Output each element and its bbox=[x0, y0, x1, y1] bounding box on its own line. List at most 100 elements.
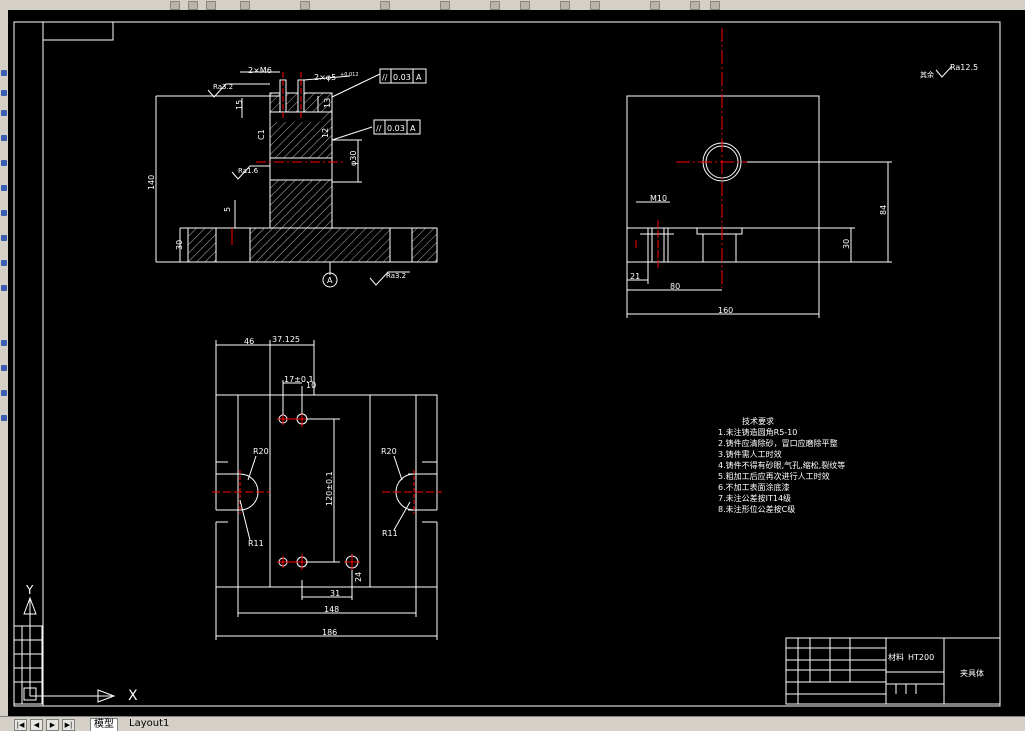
tab-layout1[interactable]: Layout1 bbox=[129, 718, 170, 729]
svg-text:160: 160 bbox=[718, 306, 733, 315]
toolbar-button[interactable] bbox=[188, 1, 198, 10]
toolbar-button[interactable] bbox=[206, 1, 216, 10]
svg-text:0.03: 0.03 bbox=[393, 73, 411, 82]
svg-text://: // bbox=[382, 73, 388, 82]
region-icon[interactable] bbox=[1, 340, 7, 346]
svg-text:140: 140 bbox=[147, 175, 156, 190]
svg-text:0.03: 0.03 bbox=[387, 124, 405, 133]
svg-text:2.铸件应清除砂，冒口应磨除平整: 2.铸件应清除砂，冒口应磨除平整 bbox=[718, 438, 838, 448]
drawing-frame bbox=[42, 21, 1001, 707]
svg-text:2×M6: 2×M6 bbox=[248, 66, 272, 75]
svg-text:24: 24 bbox=[354, 572, 363, 582]
svg-text:R20: R20 bbox=[253, 447, 269, 456]
svg-text:5: 5 bbox=[223, 207, 232, 212]
draw-circle-icon[interactable] bbox=[1, 160, 7, 166]
svg-text:R11: R11 bbox=[248, 539, 264, 548]
first-tab-button[interactable]: |◀ bbox=[14, 719, 27, 731]
svg-text://: // bbox=[376, 124, 382, 133]
technical-requirements: 技术要求 1.未注铸造圆角R5-10 2.铸件应清除砂，冒口应磨除平整 3.铸件… bbox=[718, 416, 845, 514]
toolbar-button[interactable] bbox=[170, 1, 180, 10]
front-view: 2×M6 2×φ5 +0.012 Ra3.2 Ra1.6 Ra3.2 15 13… bbox=[147, 66, 438, 288]
insert-block-icon[interactable] bbox=[1, 235, 7, 241]
drawing-canvas[interactable]: 2×M6 2×φ5 +0.012 Ra3.2 Ra1.6 Ra3.2 15 13… bbox=[8, 10, 1025, 716]
svg-text:Ra3.2: Ra3.2 bbox=[386, 272, 406, 280]
svg-text:Ra1.6: Ra1.6 bbox=[238, 167, 259, 175]
svg-text:夹具体: 夹具体 bbox=[960, 668, 984, 678]
svg-text:R11: R11 bbox=[382, 529, 398, 538]
svg-text:4.铸件不得有砂眼,气孔,缩松,裂纹等: 4.铸件不得有砂眼,气孔,缩松,裂纹等 bbox=[718, 460, 845, 470]
toolbar-button[interactable] bbox=[710, 1, 720, 10]
title-block: 材料 HT200 夹具体 bbox=[785, 637, 1001, 705]
svg-text:8.未注形位公差按C级: 8.未注形位公差按C级 bbox=[718, 504, 795, 514]
toolbar-button[interactable] bbox=[380, 1, 390, 10]
svg-text:7.未注公差按IT14级: 7.未注公差按IT14级 bbox=[718, 493, 791, 503]
tab-model[interactable]: 模型 bbox=[90, 718, 118, 731]
svg-text:10: 10 bbox=[306, 381, 316, 390]
draw-polygon-icon[interactable] bbox=[1, 110, 7, 116]
draw-polyline-icon[interactable] bbox=[1, 90, 7, 96]
corner-box bbox=[42, 21, 114, 41]
svg-text:17±0.1: 17±0.1 bbox=[284, 375, 314, 384]
svg-text:Ra12.5: Ra12.5 bbox=[950, 63, 978, 72]
toolbar-button[interactable] bbox=[490, 1, 500, 10]
point-icon[interactable] bbox=[1, 260, 7, 266]
mtext-icon[interactable] bbox=[1, 390, 7, 396]
svg-text:φ30: φ30 bbox=[349, 151, 358, 166]
svg-text:+0.012: +0.012 bbox=[340, 72, 359, 78]
table-icon[interactable] bbox=[1, 365, 7, 371]
svg-text:37.125: 37.125 bbox=[272, 335, 300, 344]
svg-text:C1: C1 bbox=[257, 129, 266, 140]
last-tab-button[interactable]: ▶| bbox=[62, 719, 75, 731]
toolbar-button[interactable] bbox=[650, 1, 660, 10]
toolbar-button[interactable] bbox=[300, 1, 310, 10]
svg-text:材料: 材料 bbox=[888, 652, 904, 662]
svg-text:A: A bbox=[327, 276, 333, 285]
prev-tab-button[interactable]: ◀ bbox=[30, 719, 43, 731]
draw-arc-icon[interactable] bbox=[1, 135, 7, 141]
svg-text:31: 31 bbox=[330, 589, 340, 598]
toolbar-button[interactable] bbox=[440, 1, 450, 10]
svg-text:13: 13 bbox=[323, 98, 332, 108]
svg-text:80: 80 bbox=[670, 282, 680, 291]
svg-text:Ra3.2: Ra3.2 bbox=[213, 83, 233, 91]
svg-text:其余: 其余 bbox=[920, 70, 934, 79]
draw-ellipse-icon[interactable] bbox=[1, 210, 7, 216]
svg-text:6.不加工表面涂底漆: 6.不加工表面涂底漆 bbox=[718, 482, 790, 492]
next-tab-button[interactable]: ▶ bbox=[46, 719, 59, 731]
outer-border bbox=[13, 21, 1001, 707]
add-selected-icon[interactable] bbox=[1, 415, 7, 421]
svg-text:46: 46 bbox=[244, 337, 254, 346]
svg-text:Y: Y bbox=[25, 583, 34, 597]
svg-text:5.粗加工后应再次进行人工时效: 5.粗加工后应再次进行人工时效 bbox=[718, 471, 830, 481]
svg-text:3.铸件需人工时效: 3.铸件需人工时效 bbox=[718, 449, 782, 459]
svg-text:120±0.1: 120±0.1 bbox=[325, 471, 334, 506]
svg-text:30: 30 bbox=[842, 239, 851, 249]
side-view: M10 84 30 21 80 160 其余 Ra12.5 bbox=[626, 28, 978, 318]
svg-text:21: 21 bbox=[630, 272, 640, 281]
svg-text:1.未注铸造圆角R5-10: 1.未注铸造圆角R5-10 bbox=[718, 427, 797, 437]
svg-text:M10: M10 bbox=[650, 194, 667, 203]
svg-text:84: 84 bbox=[879, 205, 888, 215]
svg-text:HT200: HT200 bbox=[908, 653, 934, 662]
toolbar-button[interactable] bbox=[590, 1, 600, 10]
svg-text:A: A bbox=[410, 124, 416, 133]
toolbar-button[interactable] bbox=[560, 1, 570, 10]
ucs-icon: Y X bbox=[13, 583, 138, 705]
svg-text:2×φ5: 2×φ5 bbox=[314, 73, 336, 82]
svg-text:30: 30 bbox=[175, 240, 184, 250]
draw-line-icon[interactable] bbox=[1, 70, 7, 76]
hatch-icon[interactable] bbox=[1, 285, 7, 291]
toolbar-button[interactable] bbox=[240, 1, 250, 10]
top-view: 46 37.125 17±0.1 10 R20 R20 R11 R11 120±… bbox=[212, 335, 442, 640]
svg-text:12: 12 bbox=[321, 128, 330, 138]
toolbar-button[interactable] bbox=[520, 1, 530, 10]
draw-spline-icon[interactable] bbox=[1, 185, 7, 191]
svg-text:186: 186 bbox=[322, 628, 337, 637]
svg-text:技术要求: 技术要求 bbox=[742, 416, 774, 426]
svg-text:15: 15 bbox=[235, 100, 244, 110]
svg-text:X: X bbox=[128, 688, 138, 704]
toolbar-button[interactable] bbox=[690, 1, 700, 10]
svg-text:R20: R20 bbox=[381, 447, 397, 456]
svg-text:148: 148 bbox=[324, 605, 339, 614]
layout-tab-bar: |◀ ◀ ▶ ▶| 模型 Layout1 bbox=[0, 716, 1025, 731]
